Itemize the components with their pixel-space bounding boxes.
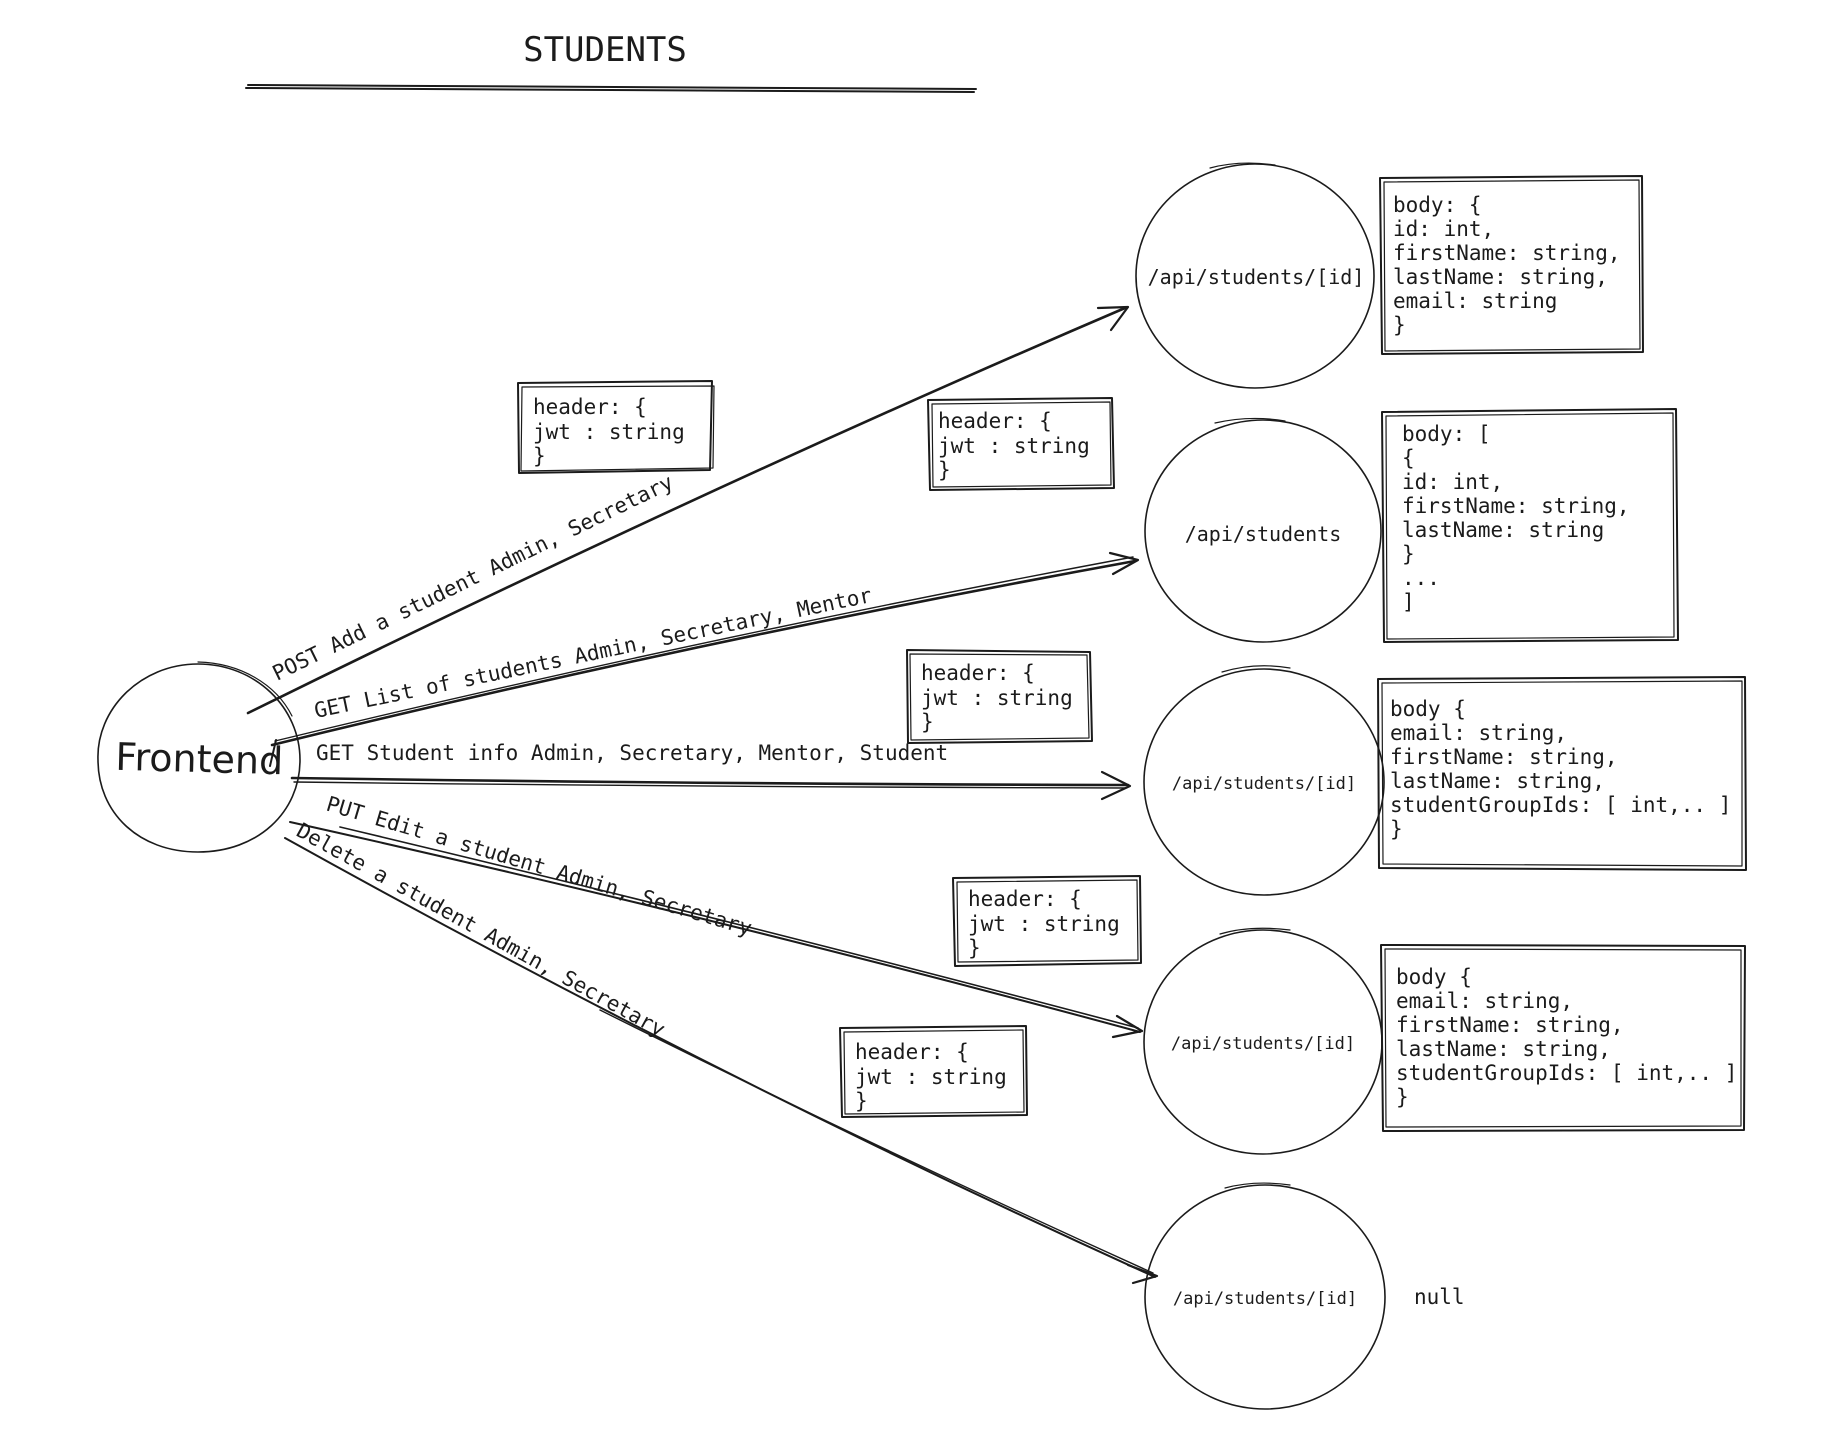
body-line: { <box>1402 446 1415 470</box>
header-line-1: header: { <box>855 1040 969 1064</box>
endpoint-label: /api/students/[id] <box>1172 774 1356 794</box>
header-box: header: { jwt : string } <box>952 875 1142 967</box>
endpoint-label: /api/students/[id] <box>1148 265 1365 289</box>
header-line-2: jwt : string <box>938 434 1090 458</box>
frontend-label: Frontend <box>115 735 284 783</box>
body-box: body: [ { id: int, firstName: string, la… <box>1381 408 1679 643</box>
header-line-3: } <box>855 1089 868 1113</box>
diagram-title: STUDENTS <box>523 30 687 70</box>
header-line-3: } <box>968 936 981 960</box>
body-line: body { <box>1396 965 1472 989</box>
body-box: body { email: string, firstName: string,… <box>1377 676 1747 871</box>
frontend-node: Frontend <box>97 661 301 853</box>
endpoint-label: /api/students/[id] <box>1171 1034 1355 1054</box>
header-line-1: header: { <box>533 395 647 419</box>
endpoint-label: /api/students <box>1185 522 1342 546</box>
endpoint-label: /api/students/[id] <box>1173 1289 1357 1309</box>
header-box: header: { jwt : string } <box>906 649 1093 744</box>
body-line: id: int, <box>1402 470 1503 494</box>
body-line: firstName: string, <box>1390 745 1618 769</box>
body-line: lastName: string, <box>1396 1037 1611 1061</box>
body-line: id: int, <box>1393 217 1494 241</box>
body-line: email: string, <box>1396 989 1573 1013</box>
header-box: header: { jwt : string } <box>517 380 715 474</box>
body-line: ... <box>1402 566 1440 590</box>
body-line: studentGroupIds: [ int,.. ] <box>1390 793 1731 817</box>
null-response-label: null <box>1414 1285 1465 1309</box>
body-line: } <box>1402 542 1415 566</box>
header-line-1: header: { <box>921 661 1035 685</box>
edge-get-info-arrow <box>290 770 1132 801</box>
body-line: body: { <box>1393 193 1482 217</box>
header-line-2: jwt : string <box>533 420 685 444</box>
body-line: body { <box>1390 697 1466 721</box>
body-line: firstName: string, <box>1393 241 1621 265</box>
header-line-3: } <box>921 710 934 734</box>
body-line: lastName: string <box>1402 518 1604 542</box>
header-box: header: { jwt : string } <box>927 397 1115 491</box>
body-line: } <box>1393 313 1406 337</box>
body-line: lastName: string, <box>1390 769 1605 793</box>
body-line: email: string <box>1393 289 1557 313</box>
body-line: ] <box>1402 590 1415 614</box>
header-line-2: jwt : string <box>921 686 1073 710</box>
header-line-2: jwt : string <box>968 912 1120 936</box>
endpoint-node: /api/students/[id] <box>1143 665 1385 896</box>
header-line-2: jwt : string <box>855 1065 1007 1089</box>
endpoint-node: /api/students <box>1144 417 1382 643</box>
edge-delete-arrow <box>284 837 1159 1285</box>
body-line: firstName: string, <box>1396 1013 1624 1037</box>
body-line: body: [ <box>1402 422 1491 446</box>
endpoint-node: /api/students/[id] <box>1135 162 1375 389</box>
endpoint-node: /api/students/[id] <box>1144 1182 1386 1410</box>
edge-put-arrow <box>289 821 1144 1039</box>
body-line: studentGroupIds: [ int,.. ] <box>1396 1061 1737 1085</box>
body-line: } <box>1396 1085 1409 1109</box>
edge-post-arrow <box>246 305 1130 715</box>
header-line-1: header: { <box>938 409 1052 433</box>
body-box: body { email: string, firstName: string,… <box>1380 944 1746 1132</box>
header-line-3: } <box>533 444 546 468</box>
body-box: body: { id: int, firstName: string, last… <box>1379 175 1644 355</box>
body-line: } <box>1390 817 1403 841</box>
header-line-1: header: { <box>968 887 1082 911</box>
edge-get-list-arrow <box>269 551 1140 767</box>
title-underline <box>245 84 977 93</box>
edge-get-info-label: GET Student info Admin, Secretary, Mento… <box>316 741 948 765</box>
body-line: email: string, <box>1390 721 1567 745</box>
endpoint-node: /api/students/[id] <box>1143 927 1383 1155</box>
body-line: lastName: string, <box>1393 265 1608 289</box>
header-line-3: } <box>938 458 951 482</box>
body-line: firstName: string, <box>1402 494 1630 518</box>
header-box: header: { jwt : string } <box>839 1025 1028 1118</box>
